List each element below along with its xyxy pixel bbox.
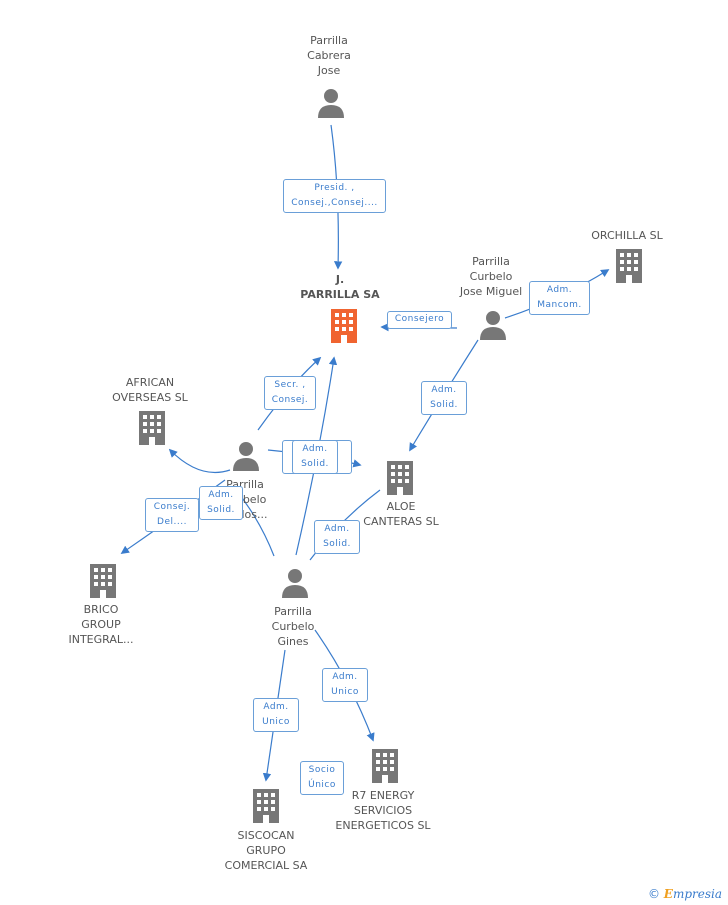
empresia-logo[interactable]: © Empresia: [648, 887, 722, 901]
badge-adm-unico-r7[interactable]: Adm. Unico: [322, 668, 368, 702]
node-label-jose-miguel[interactable]: Parrilla Curbelo Jose Miguel: [459, 255, 523, 298]
building-icon[interactable]: [614, 249, 644, 287]
building-icon[interactable]: [88, 564, 118, 602]
node-label-jparrilla[interactable]: J. PARRILLA SA: [300, 273, 380, 301]
person-icon[interactable]: [281, 568, 309, 602]
badge-adm-solid-mid[interactable]: Adm. Solid.: [292, 440, 338, 474]
person-icon[interactable]: [479, 310, 507, 344]
badge-adm-solid-african[interactable]: Adm. Solid.: [199, 486, 243, 520]
person-icon[interactable]: [317, 88, 345, 122]
badge-secr-consej[interactable]: Secr. , Consej.: [264, 376, 316, 410]
badge-adm-mancom[interactable]: Adm. Mancom.: [529, 281, 590, 315]
node-label-aloe[interactable]: ALOE CANTERAS SL: [363, 500, 439, 528]
badge-presid[interactable]: Presid. , Consej.,Consej....: [283, 179, 386, 213]
brand-name: mpresia: [672, 887, 722, 901]
node-label-african[interactable]: AFRICAN OVERSEAS SL: [112, 376, 188, 404]
building-icon[interactable]: [385, 461, 415, 499]
building-icon[interactable]: [251, 789, 281, 827]
building-icon[interactable]: [329, 309, 359, 347]
node-label-gines[interactable]: Parrilla Curbelo Gines: [271, 605, 315, 648]
copyright-icon: ©: [647, 887, 660, 901]
node-label-brico[interactable]: BRICO GROUP INTEGRAL...: [68, 603, 134, 646]
person-icon[interactable]: [232, 441, 260, 475]
node-label-siscocan[interactable]: SISCOCAN GRUPO COMERCIAL SA: [224, 829, 308, 872]
node-label-orchilla[interactable]: ORCHILLA SL: [591, 229, 663, 242]
badge-consej-del[interactable]: Consej. Del....: [145, 498, 199, 532]
badge-consejero[interactable]: Consejero: [387, 311, 452, 329]
badge-adm-solid-aloe[interactable]: Adm. Solid.: [421, 381, 467, 415]
brand-initial: E: [663, 887, 673, 901]
badge-adm-unico-siscocan[interactable]: Adm. Unico: [253, 698, 299, 732]
badge-socio-unico[interactable]: Socio Único: [300, 761, 344, 795]
building-icon[interactable]: [370, 749, 400, 787]
badge-adm-solid-gines-aloe[interactable]: Adm. Solid.: [314, 520, 360, 554]
node-label-cabrera[interactable]: Parrilla Cabrera Jose: [307, 34, 351, 77]
edge-carlos-african: [168, 448, 231, 474]
node-label-r7[interactable]: R7 ENERGY SERVICIOS ENERGETICOS SL: [335, 789, 431, 832]
building-icon[interactable]: [137, 411, 167, 449]
